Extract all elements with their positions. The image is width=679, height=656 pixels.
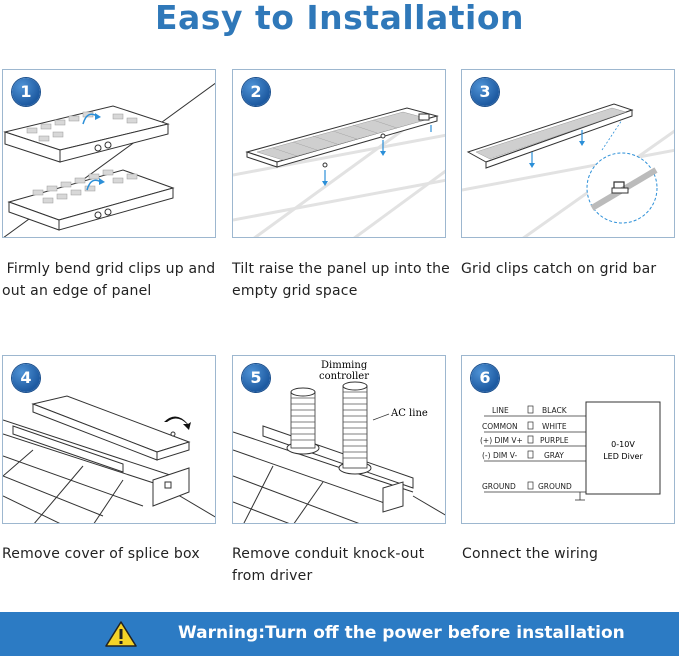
step-5-caption-line1: Remove conduit knock-out: [232, 546, 425, 562]
warning-text: Warning:Turn off the power before instal…: [178, 623, 625, 643]
step-4-badge: 4: [12, 364, 40, 392]
dimming-label-line1: Dimming: [321, 360, 368, 371]
step-6-caption: Connect the wiring: [462, 543, 598, 565]
step-3-caption-line1: Grid clips catch on grid bar: [461, 261, 657, 277]
step-4-illustration: [3, 395, 215, 523]
step-2-panel: 2: [232, 69, 446, 238]
step-5-caption-line2: from driver: [232, 568, 313, 584]
step-5-illustration: Dimming controller AC line: [233, 360, 445, 523]
step-3-illustration: [462, 103, 674, 237]
step-5-caption: Remove conduit knock-out from driver: [232, 543, 424, 587]
step-4-caption: Remove cover of splice box: [2, 543, 200, 565]
wire-left-line: LINE: [492, 406, 509, 415]
wire-left-common: COMMON: [482, 422, 518, 431]
wire-left-ground: GROUND: [482, 482, 516, 491]
wire-right-black: BLACK: [542, 406, 568, 415]
step-6-badge: 6: [471, 364, 499, 392]
wire-right-purple: PURPLE: [540, 436, 569, 445]
led-driver-box: [585, 401, 661, 495]
driver-label-line1: 0-10V: [611, 440, 635, 449]
warning-triangle-icon: [105, 621, 137, 647]
warning-bar: Warning:Turn off the power before instal…: [0, 612, 679, 656]
step-1-illustration: [3, 82, 215, 237]
driver-label-line2: LED Diver: [603, 452, 643, 461]
ac-line-label: AC line: [390, 408, 428, 419]
step-1-caption-line1: Firmly bend grid clips up and: [2, 261, 216, 277]
step-3-panel: 3: [461, 69, 675, 238]
step-2-illustration: [233, 107, 445, 237]
dimming-label-line2: controller: [319, 371, 369, 382]
wire-right-gray: GRAY: [544, 451, 564, 460]
step-3-caption: Grid clips catch on grid bar: [461, 258, 656, 280]
step-2-caption-line2: empty grid space: [232, 283, 358, 299]
step-2-badge: 2: [242, 78, 270, 106]
step-6-caption-line1: Connect the wiring: [462, 546, 599, 562]
step-1-caption-line2: out an edge of panel: [2, 283, 152, 299]
step-3-badge: 3: [471, 78, 499, 106]
step-4-panel: 4: [2, 355, 216, 524]
step-2-caption: Tilt raise the panel up into the empty g…: [232, 258, 450, 302]
wire-left-dim-minus: (-) DIM V-: [482, 451, 517, 460]
step-5-badge: 5: [242, 364, 270, 392]
wire-right-ground: GROUND: [538, 482, 572, 491]
wire-right-white: WHITE: [542, 422, 567, 431]
step-1-panel: 1: [2, 69, 216, 238]
step-6-wiring-diagram: 0-10V LED Diver LINE BLACK COMMON WHITE …: [480, 401, 661, 501]
page-title: Easy to Installation: [155, 0, 524, 37]
step-1-caption: Firmly bend grid clips up and out an edg…: [2, 258, 215, 302]
step-1-badge: 1: [12, 78, 40, 106]
step-2-caption-line1: Tilt raise the panel up into the: [232, 261, 450, 277]
step-6-panel: 6 0-10V LED Diver LINE BLACK COMMON WHIT…: [461, 355, 675, 524]
step-4-caption-line1: Remove cover of splice box: [2, 546, 200, 562]
wire-left-dim-plus: (+) DIM V+: [480, 436, 523, 445]
step-5-panel: 5 Dimming controller AC line: [232, 355, 446, 524]
